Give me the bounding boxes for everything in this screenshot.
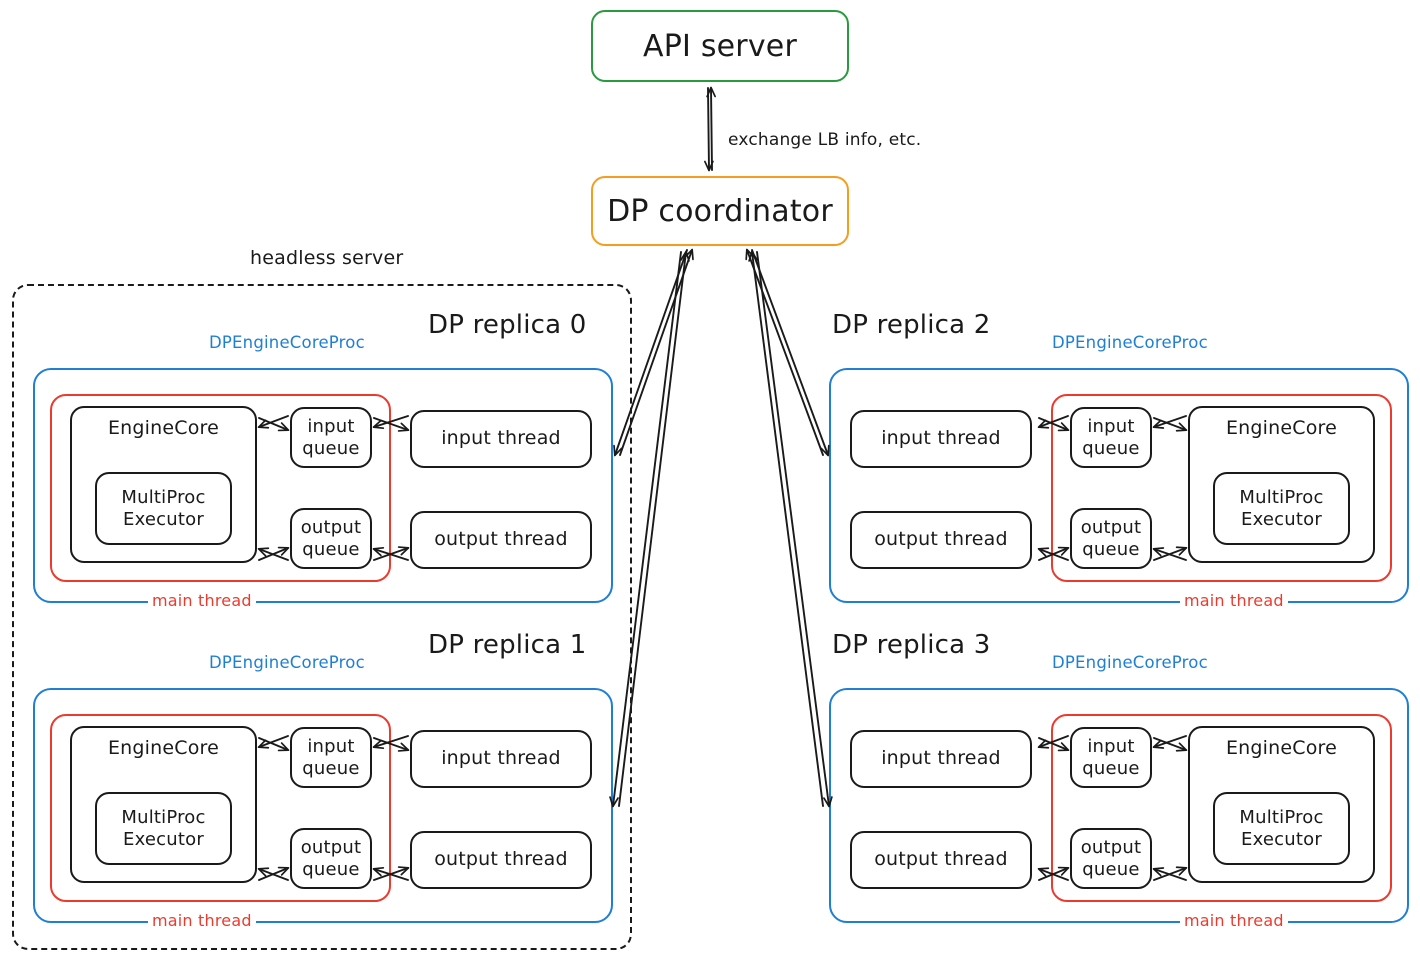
output-thread-label: output thread xyxy=(434,848,568,871)
arrow-replica2-to-coord xyxy=(745,248,824,456)
input-queue-label-line1: input xyxy=(307,415,355,437)
multiproc-executor-label-line1: MultiProc xyxy=(1239,806,1324,828)
dp-coordinator-label: DP coordinator xyxy=(607,193,833,229)
input-queue-label-line1: input xyxy=(1087,735,1135,757)
multiproc-executor-label-line2: Executor xyxy=(123,828,204,850)
output-thread-label: output thread xyxy=(874,848,1008,871)
replica-0-main-thread-box xyxy=(50,394,391,582)
arrow-coord-to-replica2 xyxy=(751,249,830,457)
engine-core-label: EngineCore xyxy=(1225,737,1338,759)
replica-1-main-thread-box xyxy=(50,714,391,902)
replica-3-main-thread-label: main thread xyxy=(1180,911,1288,930)
output-queue-label-line1: output xyxy=(1080,836,1142,858)
multiproc-executor-label-line1: MultiProc xyxy=(121,486,206,508)
input-queue-label-line1: input xyxy=(1087,415,1135,437)
output-thread-label: output thread xyxy=(434,528,568,551)
engine-core-label: EngineCore xyxy=(1225,417,1338,439)
engine-core-label: EngineCore xyxy=(107,737,220,759)
input-thread-label: input thread xyxy=(441,747,561,770)
replica-0-title: DP replica 0 xyxy=(428,310,587,340)
dp-coordinator-box[interactable]: DP coordinator xyxy=(591,176,849,246)
api-server-box[interactable]: API server xyxy=(591,10,849,82)
output-queue-label-line1: output xyxy=(1080,516,1142,538)
multiproc-executor-label-line2: Executor xyxy=(1241,828,1322,850)
multiproc-executor-label-line2: Executor xyxy=(1241,508,1322,530)
replica-1-main-thread-label: main thread xyxy=(148,911,256,930)
replica-0-main-thread-label: main thread xyxy=(148,591,256,610)
replica-0-input-thread[interactable]: input thread xyxy=(410,410,592,468)
output-queue-label-line2: queue xyxy=(1082,538,1140,560)
headless-server-label: headless server xyxy=(250,247,404,269)
replica-2-output-thread[interactable]: output thread xyxy=(850,511,1032,569)
engine-core-label: EngineCore xyxy=(107,417,220,439)
exchange-lb-info-label: exchange LB info, etc. xyxy=(728,130,922,150)
input-queue-label-line2: queue xyxy=(302,437,360,459)
multiproc-executor-label-line1: MultiProc xyxy=(1239,486,1324,508)
replica-1-input-thread[interactable]: input thread xyxy=(410,730,592,788)
input-queue-label-line1: input xyxy=(307,735,355,757)
input-queue-label-line2: queue xyxy=(302,757,360,779)
output-queue-label-line2: queue xyxy=(1082,858,1140,880)
replica-1-proc-label: DPEngineCoreProc xyxy=(209,653,365,672)
multiproc-executor-label-line2: Executor xyxy=(123,508,204,530)
arrow-replica3-to-coord xyxy=(748,250,824,807)
input-thread-label: input thread xyxy=(881,427,1001,450)
output-queue-label-line2: queue xyxy=(302,538,360,560)
input-thread-label: input thread xyxy=(881,747,1001,770)
input-queue-label-line2: queue xyxy=(1082,437,1140,459)
arrow-coord-to-replica3 xyxy=(756,251,833,808)
replica-3-proc-label: DPEngineCoreProc xyxy=(1052,653,1208,672)
multiproc-executor-label-line1: MultiProc xyxy=(121,806,206,828)
arrow-coordinator-to-api xyxy=(704,87,714,172)
replica-3-main-thread-box xyxy=(1051,714,1392,902)
arrow-api-to-coordinator xyxy=(706,86,716,171)
replica-2-input-thread[interactable]: input thread xyxy=(850,410,1032,468)
output-queue-label-line2: queue xyxy=(302,858,360,880)
replica-2-title: DP replica 2 xyxy=(832,310,991,340)
api-server-label: API server xyxy=(643,28,797,64)
replica-1-output-thread[interactable]: output thread xyxy=(410,831,592,889)
replica-0-output-thread[interactable]: output thread xyxy=(410,511,592,569)
replica-1-title: DP replica 1 xyxy=(428,630,587,660)
replica-3-input-thread[interactable]: input thread xyxy=(850,730,1032,788)
output-thread-label: output thread xyxy=(874,528,1008,551)
input-thread-label: input thread xyxy=(441,427,561,450)
input-queue-label-line2: queue xyxy=(1082,757,1140,779)
replica-3-output-thread[interactable]: output thread xyxy=(850,831,1032,889)
replica-0-proc-label: DPEngineCoreProc xyxy=(209,333,365,352)
output-queue-label-line1: output xyxy=(300,516,362,538)
replica-2-main-thread-box xyxy=(1051,394,1392,582)
output-queue-label-line1: output xyxy=(300,836,362,858)
replica-2-proc-label: DPEngineCoreProc xyxy=(1052,333,1208,352)
replica-3-title: DP replica 3 xyxy=(832,630,991,660)
replica-2-main-thread-label: main thread xyxy=(1180,591,1288,610)
